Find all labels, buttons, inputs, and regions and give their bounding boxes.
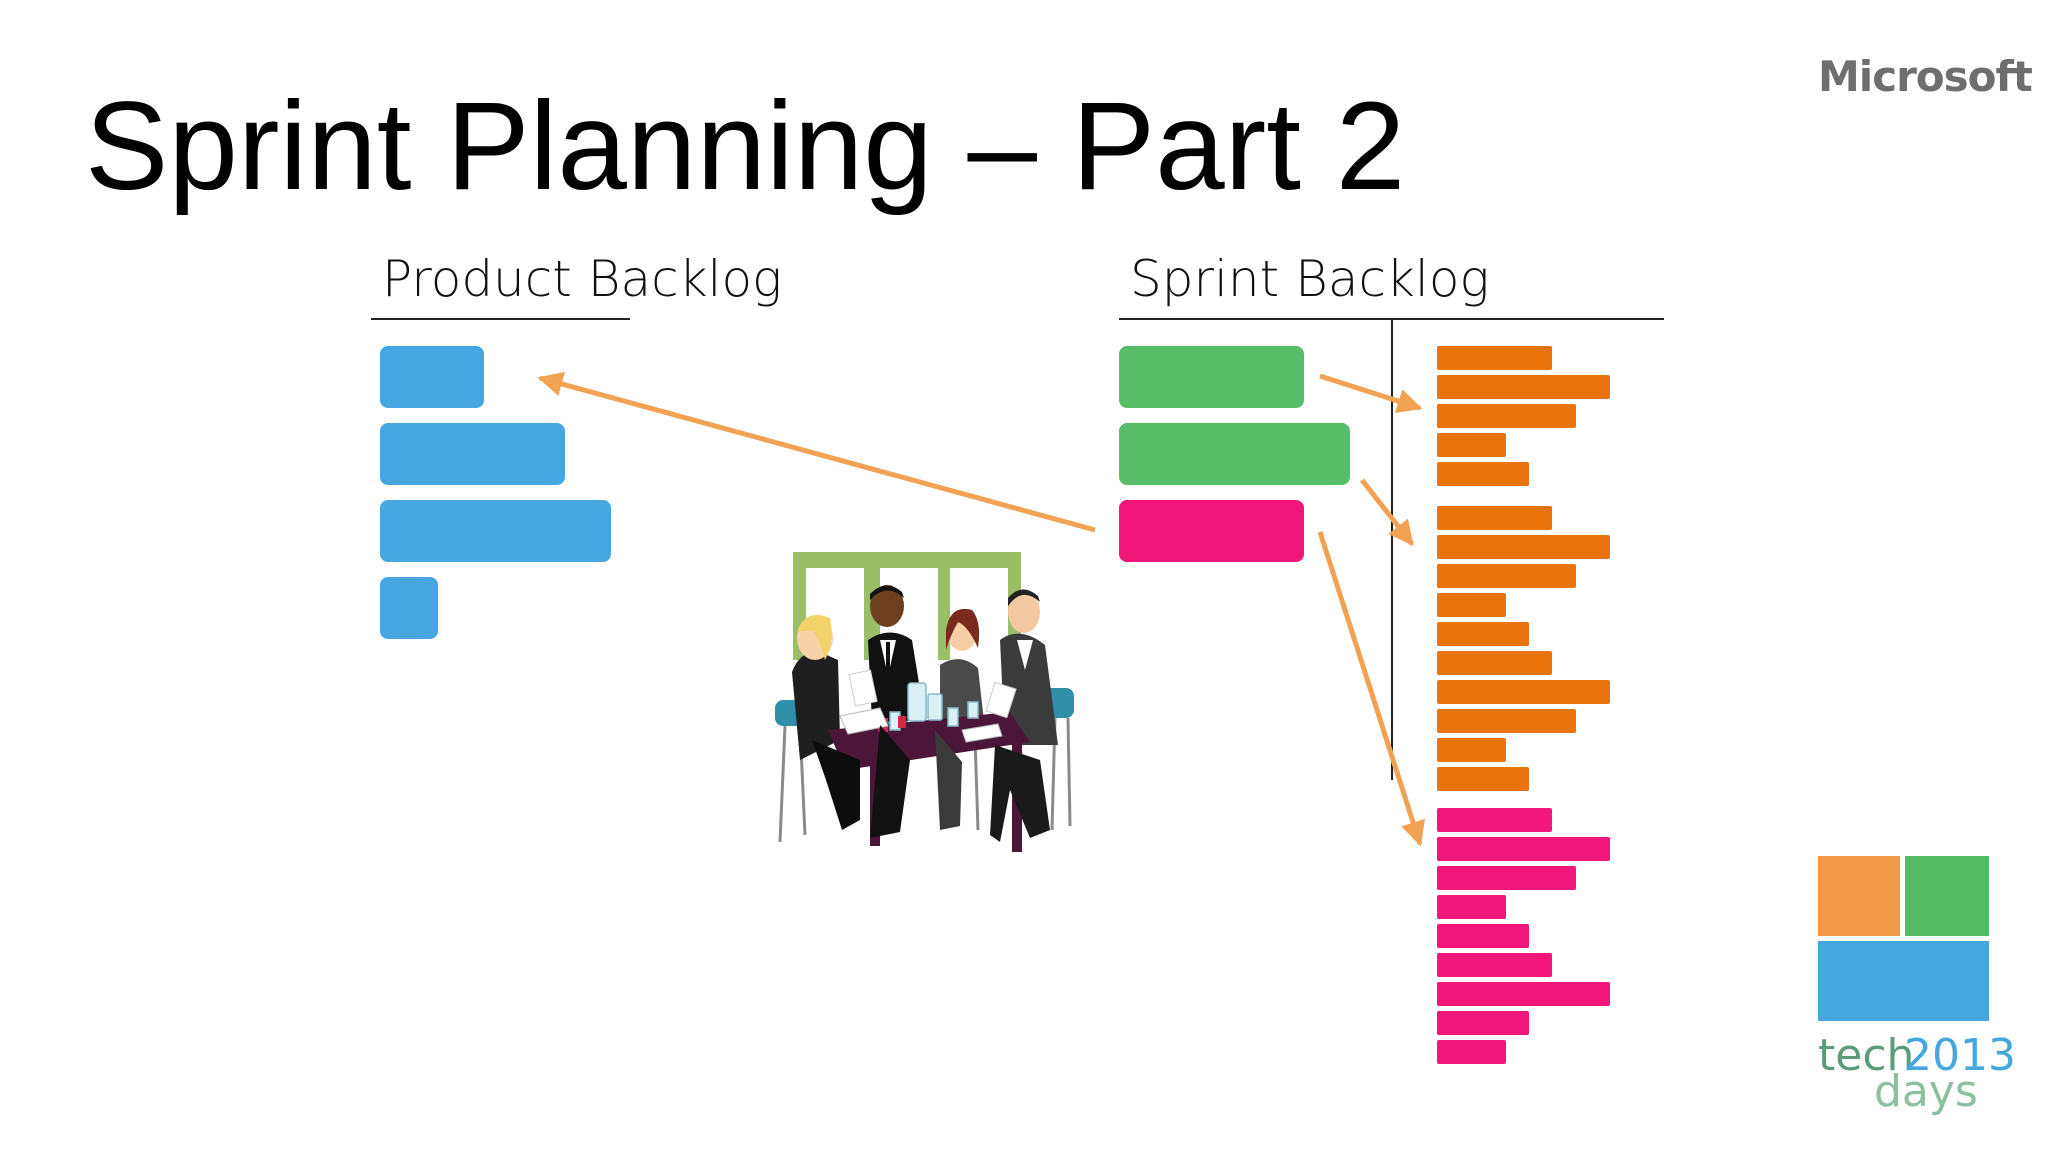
task-bar: [1437, 709, 1576, 733]
task-bar: [1437, 738, 1506, 762]
task-group-3: [1437, 808, 1610, 1064]
arrow-to-task-group-2: [1360, 478, 1414, 546]
sprint-backlog-item: [1119, 423, 1350, 485]
sprint-backlog-item-returned: [1119, 500, 1304, 562]
product-backlog-item: [380, 577, 438, 639]
slide-title: Sprint Planning – Part 2: [85, 77, 1406, 216]
logo-square-blue: [1818, 941, 1989, 1021]
team-meeting-illustration: [775, 552, 1074, 852]
task-bar: [1437, 680, 1610, 704]
task-bar: [1437, 895, 1506, 919]
product-backlog-item: [380, 500, 611, 562]
product-backlog-item: [380, 346, 484, 408]
tech-days-logo-tech: tech: [1818, 1030, 1915, 1081]
task-bar: [1437, 1011, 1529, 1035]
tech-days-logo: [1818, 856, 1989, 1021]
task-bar: [1437, 535, 1610, 559]
task-bar: [1437, 767, 1529, 791]
task-bar: [1437, 1040, 1506, 1064]
arrows: [537, 371, 1426, 847]
arrow-to-product-backlog: [537, 371, 1096, 533]
task-bar: [1437, 924, 1529, 948]
product-backlog-item: [380, 423, 565, 485]
product-backlog-items: [380, 346, 611, 639]
task-bar: [1437, 564, 1576, 588]
task-bar: [1437, 506, 1552, 530]
logo-square-orange: [1818, 856, 1900, 936]
task-bar: [1437, 651, 1552, 675]
task-bar: [1437, 953, 1552, 977]
task-bar: [1437, 346, 1552, 370]
arrow-to-task-group-3: [1317, 531, 1426, 847]
task-group-2: [1437, 506, 1610, 791]
microsoft-logo: Microsoft: [1818, 52, 2033, 101]
tech-days-logo-days: days: [1874, 1066, 1978, 1117]
product-backlog-header: Product Backlog: [382, 250, 783, 308]
sprint-backlog-item: [1119, 346, 1304, 408]
task-bar: [1437, 433, 1506, 457]
sprint-backlog-items: [1119, 346, 1350, 562]
task-group-1: [1437, 346, 1610, 486]
task-bar: [1437, 982, 1610, 1006]
task-bar: [1437, 866, 1576, 890]
task-bar: [1437, 462, 1529, 486]
task-bar: [1437, 808, 1552, 832]
task-bar: [1437, 375, 1610, 399]
arrow-to-task-group-1: [1319, 373, 1423, 414]
task-bar: [1437, 593, 1506, 617]
task-bar: [1437, 622, 1529, 646]
logo-square-green: [1905, 856, 1989, 936]
sprint-backlog-header: Sprint Backlog: [1130, 250, 1490, 308]
task-bar: [1437, 404, 1576, 428]
tech-days-logo-year: 2013: [1904, 1030, 2016, 1081]
task-bar: [1437, 837, 1610, 861]
